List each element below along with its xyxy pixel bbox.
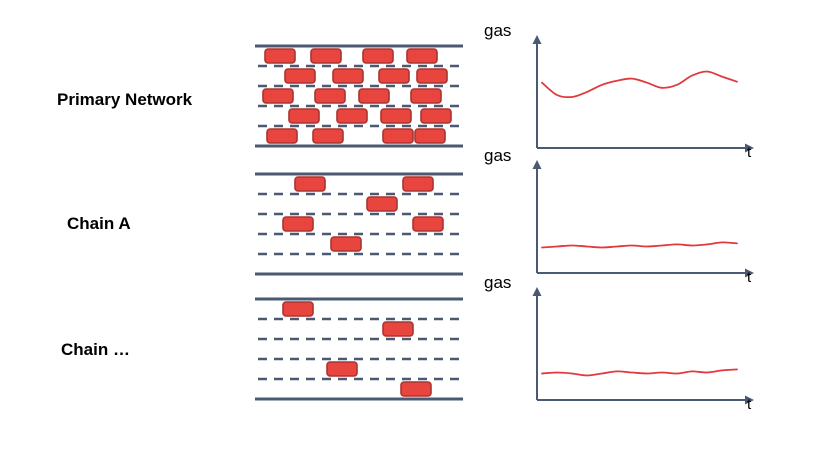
block <box>266 128 298 144</box>
block <box>282 216 314 232</box>
gas-curve <box>541 241 738 249</box>
lane-diagram-svg <box>255 297 463 401</box>
gas-plot-svg: gas t <box>484 21 754 161</box>
t-axis-label: t <box>747 396 752 410</box>
y-axis-arrowhead <box>532 287 542 296</box>
y-axis-arrowhead <box>532 160 542 169</box>
row-label-chain-more: Chain … <box>61 340 130 359</box>
lane-diagram-svg <box>255 44 463 148</box>
block <box>380 108 412 124</box>
block <box>332 68 364 84</box>
x-axis-arrowhead <box>745 268 754 278</box>
gas-plot-svg: gas t <box>484 146 754 286</box>
block <box>378 68 410 84</box>
t-axis-label: t <box>747 269 752 283</box>
block <box>366 196 398 212</box>
gas-axis-label: gas <box>484 21 511 40</box>
gas-plot-chain-more: gas t <box>482 272 767 413</box>
block <box>284 68 316 84</box>
block <box>314 88 346 104</box>
block <box>264 48 296 64</box>
row-label-chain-a: Chain A <box>67 214 131 233</box>
lane-diagram-primary-network <box>255 40 463 152</box>
block <box>382 321 414 337</box>
gas-plot-primary-network: gas t <box>482 20 767 161</box>
gas-axis-label: gas <box>484 273 511 292</box>
block <box>358 88 390 104</box>
x-axis-arrowhead <box>745 143 754 153</box>
block <box>336 108 368 124</box>
y-axis-arrowhead <box>532 35 542 44</box>
block <box>326 361 358 377</box>
block <box>416 68 448 84</box>
gas-plot-chain-a: gas t <box>482 145 767 286</box>
block <box>420 108 452 124</box>
block <box>402 176 434 192</box>
lane-diagram-svg <box>255 172 463 276</box>
block <box>382 128 414 144</box>
block <box>262 88 294 104</box>
x-axis-arrowhead <box>745 395 754 405</box>
t-axis-label: t <box>747 144 752 158</box>
block <box>310 48 342 64</box>
block <box>294 176 326 192</box>
block <box>330 236 362 252</box>
gas-axis-label: gas <box>484 146 511 165</box>
gas-curve <box>541 70 738 99</box>
block <box>312 128 344 144</box>
lane-diagram-chain-more <box>255 293 463 405</box>
block <box>288 108 320 124</box>
block <box>362 48 394 64</box>
block <box>410 88 442 104</box>
row-label-primary-network: Primary Network <box>57 90 193 109</box>
gas-curve <box>541 368 738 377</box>
lane-diagram-chain-a <box>255 168 463 280</box>
gas-plot-svg: gas t <box>484 273 754 413</box>
block <box>406 48 438 64</box>
block <box>414 128 446 144</box>
block <box>412 216 444 232</box>
block <box>400 381 432 397</box>
block <box>282 301 314 317</box>
